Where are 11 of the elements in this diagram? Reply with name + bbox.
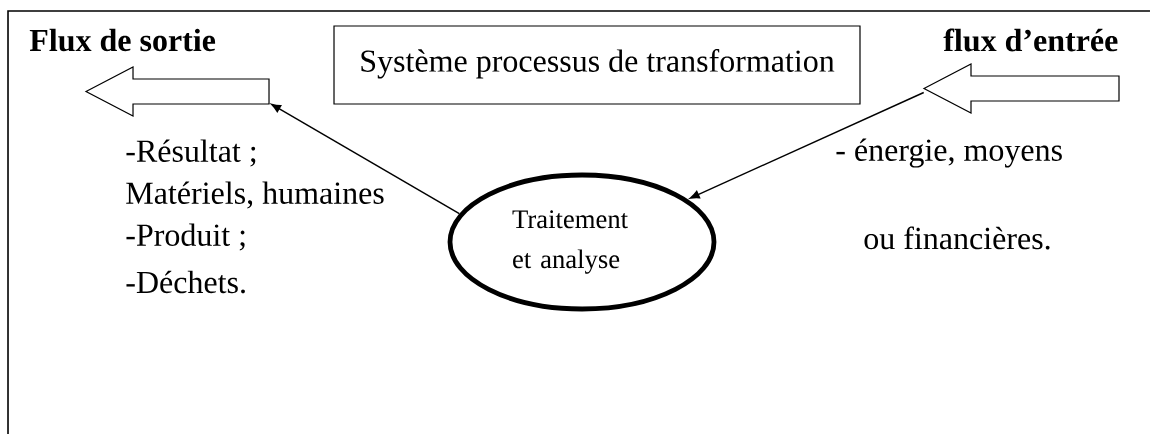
list-text: -Résultat ; <box>126 139 256 167</box>
list-text: -Produit ; <box>126 223 245 251</box>
arrow <box>271 103 461 215</box>
title-box: Système processus de transformation <box>333 25 861 105</box>
list-text: ou financières. <box>864 226 1050 250</box>
list-text: -Déchets. <box>126 270 245 294</box>
flow-heading: Flux de sortie <box>29 28 216 52</box>
flow-heading: flux d’entrée <box>943 28 1118 52</box>
list-text: - énergie, moyens <box>836 138 1062 168</box>
list-text: Matériels, humaines <box>126 181 384 209</box>
arrow <box>689 91 925 199</box>
